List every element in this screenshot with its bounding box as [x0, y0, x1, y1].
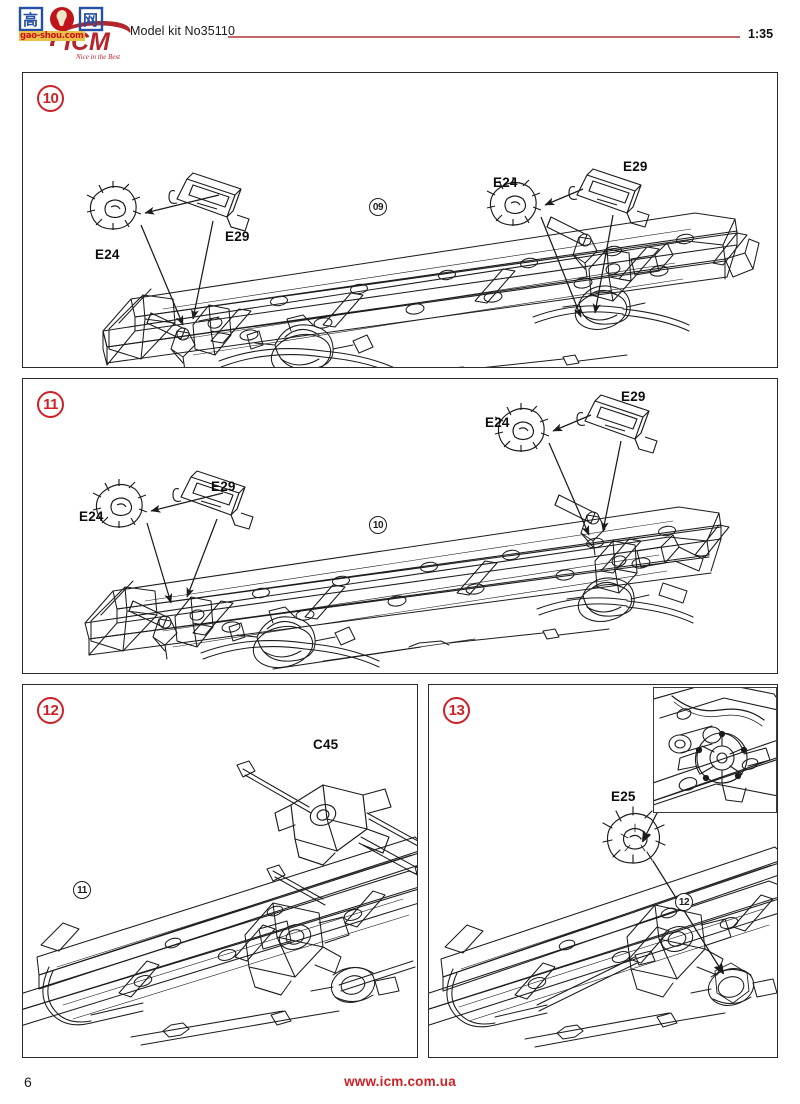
page-header: ICM Nice in the Best 高 网 gao-shou.com Mo… — [0, 0, 800, 62]
step-badge-10: 10 — [37, 85, 64, 112]
step-panel-11: 11 E24 E29 E24 E29 10 — [22, 378, 778, 674]
part-label-e24-right: E24 — [493, 175, 518, 190]
step-panel-10: 10 E24 E29 E24 E29 09 — [22, 72, 778, 368]
kit-number-label: Model kit No35110 — [130, 24, 236, 38]
subassembly-ref-09: 09 — [369, 198, 387, 216]
detail-inset-box — [653, 687, 777, 813]
subassembly-ref-10: 10 — [369, 516, 387, 534]
step-badge-12: 12 — [37, 697, 64, 724]
step-10-assembly-drawing — [86, 168, 760, 367]
part-label-e29-left: E29 — [225, 229, 250, 244]
part-label-e25: E25 — [611, 789, 636, 804]
scale-label: 1:35 — [748, 27, 774, 41]
part-label-c45: C45 — [313, 737, 339, 752]
step-badge-11: 11 — [37, 391, 64, 418]
svg-text:Nice in the Best: Nice in the Best — [75, 53, 121, 60]
part-label-e24-left: E24 — [79, 509, 104, 524]
part-label-e29-right: E29 — [623, 159, 648, 174]
step-11-assembly-drawing — [84, 394, 730, 670]
brand-logo-block: ICM Nice in the Best 高 网 gao-shou.com — [18, 4, 133, 62]
detail-inset-drawing — [654, 688, 776, 806]
step-12-assembly-drawing — [23, 760, 417, 1046]
part-label-e29-left: E29 — [211, 479, 236, 494]
page-number: 6 — [24, 1074, 32, 1090]
part-label-e29-right: E29 — [621, 389, 646, 404]
subassembly-ref-11: 11 — [73, 881, 91, 899]
website-link[interactable]: www.icm.com.ua — [344, 1074, 456, 1089]
header-divider-rule — [228, 36, 740, 39]
part-label-e24-right: E24 — [485, 415, 510, 430]
step-panel-13: 13 E25 12 — [428, 684, 778, 1058]
step-panel-12: 12 C45 11 — [22, 684, 418, 1058]
subassembly-ref-12: 12 — [675, 893, 693, 911]
part-label-e24-left: E24 — [95, 247, 120, 262]
svg-text:网: 网 — [83, 11, 98, 29]
svg-text:高: 高 — [23, 11, 38, 29]
watermark-logo: 高 网 — [18, 6, 104, 32]
step-13-assembly-drawing — [429, 806, 777, 1048]
step-badge-13: 13 — [443, 697, 470, 724]
watermark-text: gao-shou.com — [19, 31, 85, 41]
